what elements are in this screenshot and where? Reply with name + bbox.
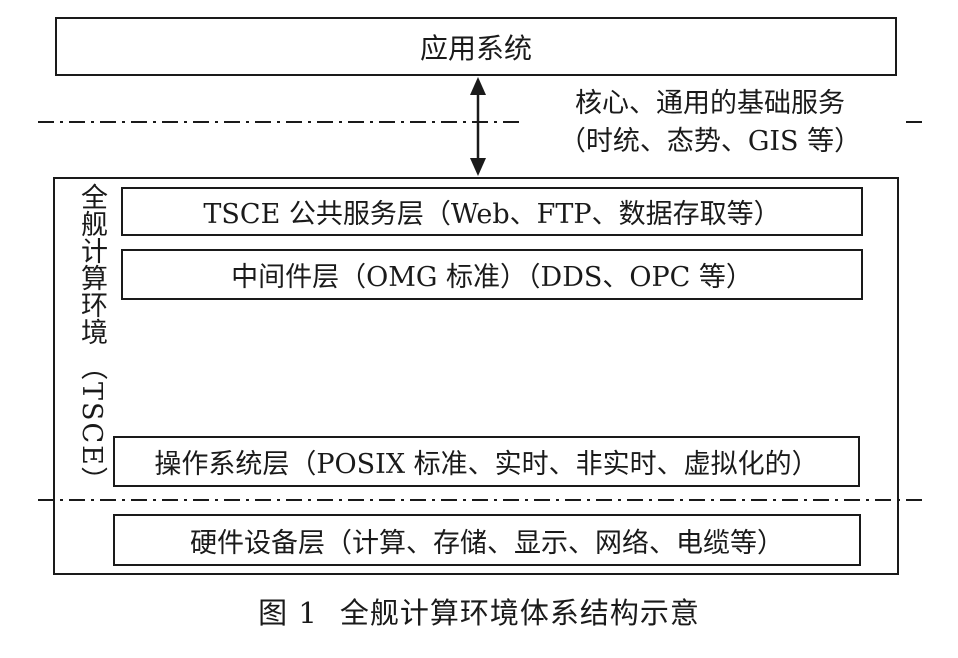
tsce-container	[53, 177, 899, 575]
tsce-label-abbr: （TSCE）	[76, 353, 107, 496]
bottom-dash-dot-line	[38, 499, 928, 501]
public-service-layer: TSCE 公共服务层（Web、FTP、数据存取等）	[121, 187, 863, 236]
public-service-layer-label: TSCE 公共服务层（Web、FTP、数据存取等）	[203, 199, 781, 230]
os-layer: 操作系统层（POSIX 标准、实时、非实时、虚拟化的）	[113, 436, 860, 487]
core-services-line2: （时统、态势、GIS 等）	[520, 123, 900, 161]
tsce-label-main: 全舰计算环境	[76, 183, 107, 345]
middleware-layer-label: 中间件层（OMG 标准）（DDS、OPC 等）	[231, 262, 753, 293]
os-layer-label: 操作系统层（POSIX 标准、实时、非实时、虚拟化的）	[154, 449, 819, 480]
tsce-vertical-label: 全舰计算环境 （TSCE）	[62, 183, 107, 503]
double-arrow-icon	[470, 77, 486, 176]
app-system-box: 应用系统	[55, 17, 897, 76]
app-system-label: 应用系统	[419, 31, 532, 65]
core-services-note: 核心、通用的基础服务 （时统、态势、GIS 等）	[520, 85, 900, 161]
figure-number: 图 1	[258, 596, 318, 630]
hardware-layer-label: 硬件设备层（计算、存储、显示、网络、电缆等）	[190, 527, 784, 559]
figure-title: 全舰计算环境体系结构示意	[339, 596, 700, 630]
figure-caption: 图 1 全舰计算环境体系结构示意	[0, 590, 958, 632]
middleware-layer: 中间件层（OMG 标准）（DDS、OPC 等）	[121, 249, 863, 300]
hardware-layer: 硬件设备层（计算、存储、显示、网络、电缆等）	[113, 514, 861, 566]
core-services-line1: 核心、通用的基础服务	[520, 85, 900, 123]
